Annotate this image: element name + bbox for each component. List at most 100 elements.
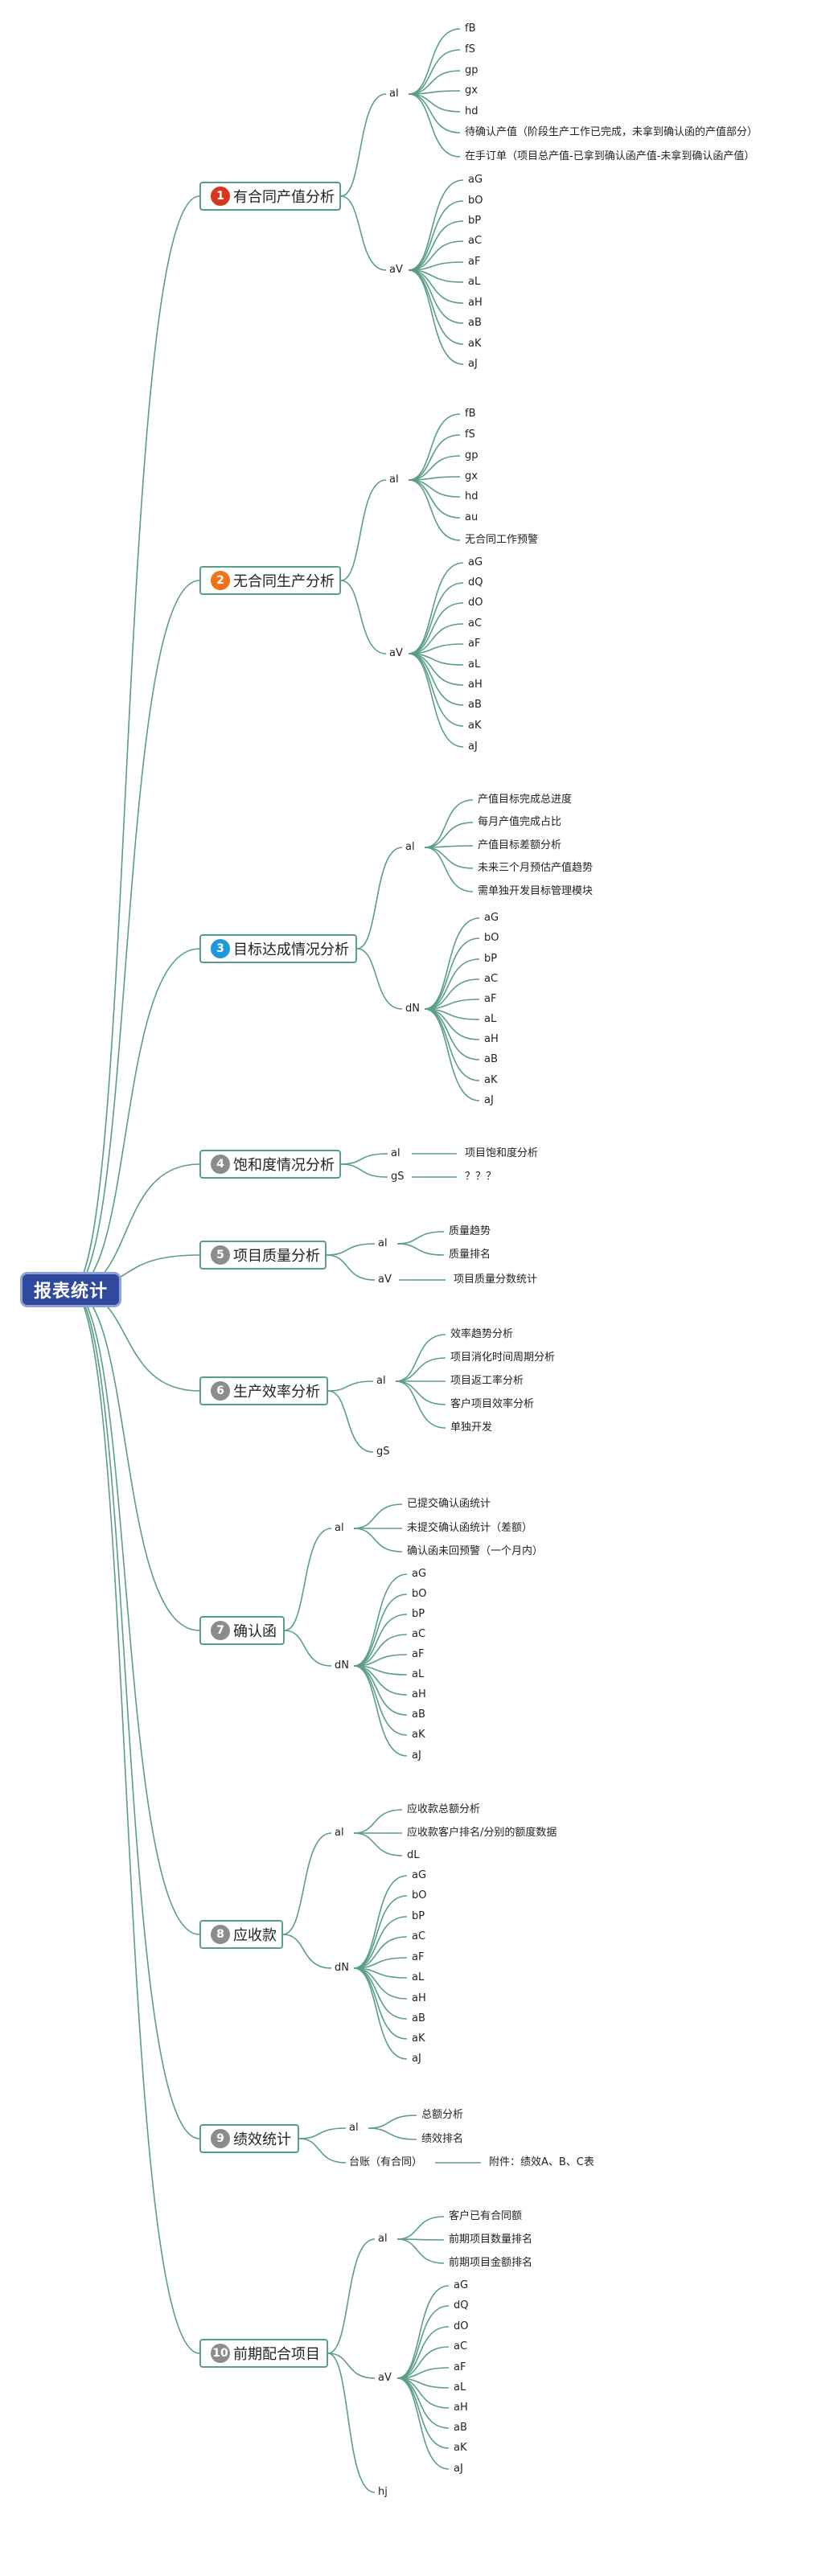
leaf-item[interactable]: aH xyxy=(412,1688,426,1700)
leaf-item[interactable]: gp xyxy=(465,449,479,461)
leaf-item[interactable]: aF xyxy=(412,1648,425,1660)
leaf-item[interactable]: fS xyxy=(465,43,475,55)
leaf-item[interactable]: aG xyxy=(412,1568,427,1580)
leaf-item[interactable]: bP xyxy=(484,953,498,965)
group-label[interactable]: gS xyxy=(391,1171,405,1183)
leaf-item[interactable]: aC xyxy=(412,1628,426,1640)
leaf-item[interactable]: aK xyxy=(484,1074,498,1086)
leaf-item[interactable]: 在手订单（项目总产值-已拿到确认函产值-未拿到确认函产值） xyxy=(465,150,755,162)
leaf-item[interactable]: aK xyxy=(412,2032,425,2045)
leaf-item[interactable]: aH xyxy=(468,679,483,691)
leaf-item[interactable]: bP xyxy=(468,215,482,227)
leaf-item[interactable]: aC xyxy=(412,1930,426,1942)
leaf-item[interactable]: gp xyxy=(465,64,479,76)
root-node[interactable]: 报表统计 xyxy=(20,1272,121,1307)
leaf-item[interactable]: aF xyxy=(412,1951,425,1963)
leaf-item[interactable]: bO xyxy=(468,195,483,207)
leaf-item[interactable]: hd xyxy=(465,490,479,502)
leaf-item[interactable]: fS xyxy=(465,429,475,441)
leaf-item[interactable]: aH xyxy=(454,2402,468,2414)
leaf-item[interactable]: 产值目标完成总进度 xyxy=(478,794,573,806)
leaf-item[interactable]: 项目饱和度分析 xyxy=(465,1147,539,1159)
group-label[interactable]: al xyxy=(391,1147,401,1159)
leaf-item[interactable]: aG xyxy=(484,912,499,924)
leaf-item[interactable]: aK xyxy=(454,2442,467,2454)
group-label[interactable]: al xyxy=(389,474,399,486)
leaf-item[interactable]: 效率趋势分析 xyxy=(450,1328,514,1340)
leaf-item[interactable]: gx xyxy=(465,470,478,482)
leaf-item[interactable]: 客户项目效率分析 xyxy=(450,1398,535,1410)
leaf-item[interactable]: aK xyxy=(468,338,482,350)
leaf-item[interactable]: aC xyxy=(454,2340,468,2352)
leaf-item[interactable]: 前期项目数量排名 xyxy=(449,2233,533,2246)
group-label[interactable]: al xyxy=(378,2233,388,2245)
group-label[interactable]: al xyxy=(389,88,399,100)
leaf-item[interactable]: dQ xyxy=(454,2299,469,2311)
group-label[interactable]: 台账（有合同） xyxy=(349,2156,423,2168)
group-label[interactable]: gS xyxy=(376,1446,390,1458)
leaf-item[interactable]: aG xyxy=(468,174,483,186)
group-label[interactable]: al xyxy=(335,1522,344,1534)
leaf-item[interactable]: aC xyxy=(468,617,483,630)
leaf-item[interactable]: 总额分析 xyxy=(421,2109,464,2121)
leaf-item[interactable]: hd xyxy=(465,105,479,117)
leaf-item[interactable]: 未来三个月预估产值趋势 xyxy=(478,862,594,874)
leaf-item[interactable]: aB xyxy=(454,2422,467,2434)
leaf-item[interactable]: dO xyxy=(468,597,483,609)
leaf-item[interactable]: aF xyxy=(484,993,497,1005)
leaf-item[interactable]: aF xyxy=(468,638,481,650)
leaf-item[interactable]: 应收款客户排名/分别的额度数据 xyxy=(407,1827,557,1839)
group-label[interactable]: dN xyxy=(335,1659,349,1672)
leaf-item[interactable]: fB xyxy=(465,408,476,420)
leaf-item[interactable]: 项目质量分数统计 xyxy=(454,1274,538,1286)
group-label[interactable]: dN xyxy=(335,1962,349,1974)
leaf-item[interactable]: aL xyxy=(412,1668,425,1680)
leaf-item[interactable]: au xyxy=(465,511,479,523)
group-label[interactable]: al xyxy=(405,841,415,853)
leaf-item[interactable]: aG xyxy=(468,556,483,568)
leaf-item[interactable]: aB xyxy=(484,1053,498,1065)
leaf-item[interactable]: bP xyxy=(412,1910,425,1922)
leaf-item[interactable]: aH xyxy=(412,1992,426,2004)
group-label[interactable]: al xyxy=(349,2122,359,2134)
leaf-item[interactable]: aJ xyxy=(412,2053,421,2065)
leaf-item[interactable]: aC xyxy=(484,973,499,985)
leaf-item[interactable]: aK xyxy=(468,720,482,732)
leaf-item[interactable]: 产值目标差额分析 xyxy=(478,839,562,851)
leaf-item[interactable]: aK xyxy=(412,1729,425,1741)
leaf-item[interactable]: 确认函未回预警（一个月内） xyxy=(407,1545,544,1557)
group-label[interactable]: dN xyxy=(405,1003,420,1015)
group-label[interactable]: hj xyxy=(378,2486,388,2498)
leaf-item[interactable]: 未提交确认函统计（差额） xyxy=(407,1522,533,1534)
leaf-item[interactable]: aL xyxy=(468,276,481,288)
leaf-item[interactable]: aJ xyxy=(412,1749,421,1762)
leaf-item[interactable]: 绩效排名 xyxy=(421,2133,464,2145)
leaf-item[interactable]: aH xyxy=(468,297,483,309)
leaf-item[interactable]: 需单独开发目标管理模块 xyxy=(478,885,594,897)
leaf-item[interactable]: bP xyxy=(412,1608,425,1620)
leaf-item[interactable]: aL xyxy=(484,1013,497,1025)
leaf-item[interactable]: aB xyxy=(468,317,482,329)
leaf-item[interactable]: 前期项目金额排名 xyxy=(449,2257,533,2269)
group-label[interactable]: aV xyxy=(378,2372,392,2384)
leaf-item[interactable]: ？？？ xyxy=(465,1171,497,1183)
group-label[interactable]: aV xyxy=(378,1274,392,1286)
leaf-item[interactable]: 应收款总额分析 xyxy=(407,1803,481,1815)
leaf-item[interactable]: aJ xyxy=(468,358,478,370)
group-label[interactable]: al xyxy=(378,1237,388,1249)
leaf-item[interactable]: 质量趋势 xyxy=(449,1225,491,1237)
leaf-item[interactable]: aB xyxy=(412,1708,425,1721)
leaf-item[interactable]: aJ xyxy=(468,740,478,753)
leaf-item[interactable]: 质量排名 xyxy=(449,1249,491,1261)
leaf-item[interactable]: 无合同工作预警 xyxy=(465,534,539,546)
leaf-item[interactable]: dQ xyxy=(468,576,483,589)
